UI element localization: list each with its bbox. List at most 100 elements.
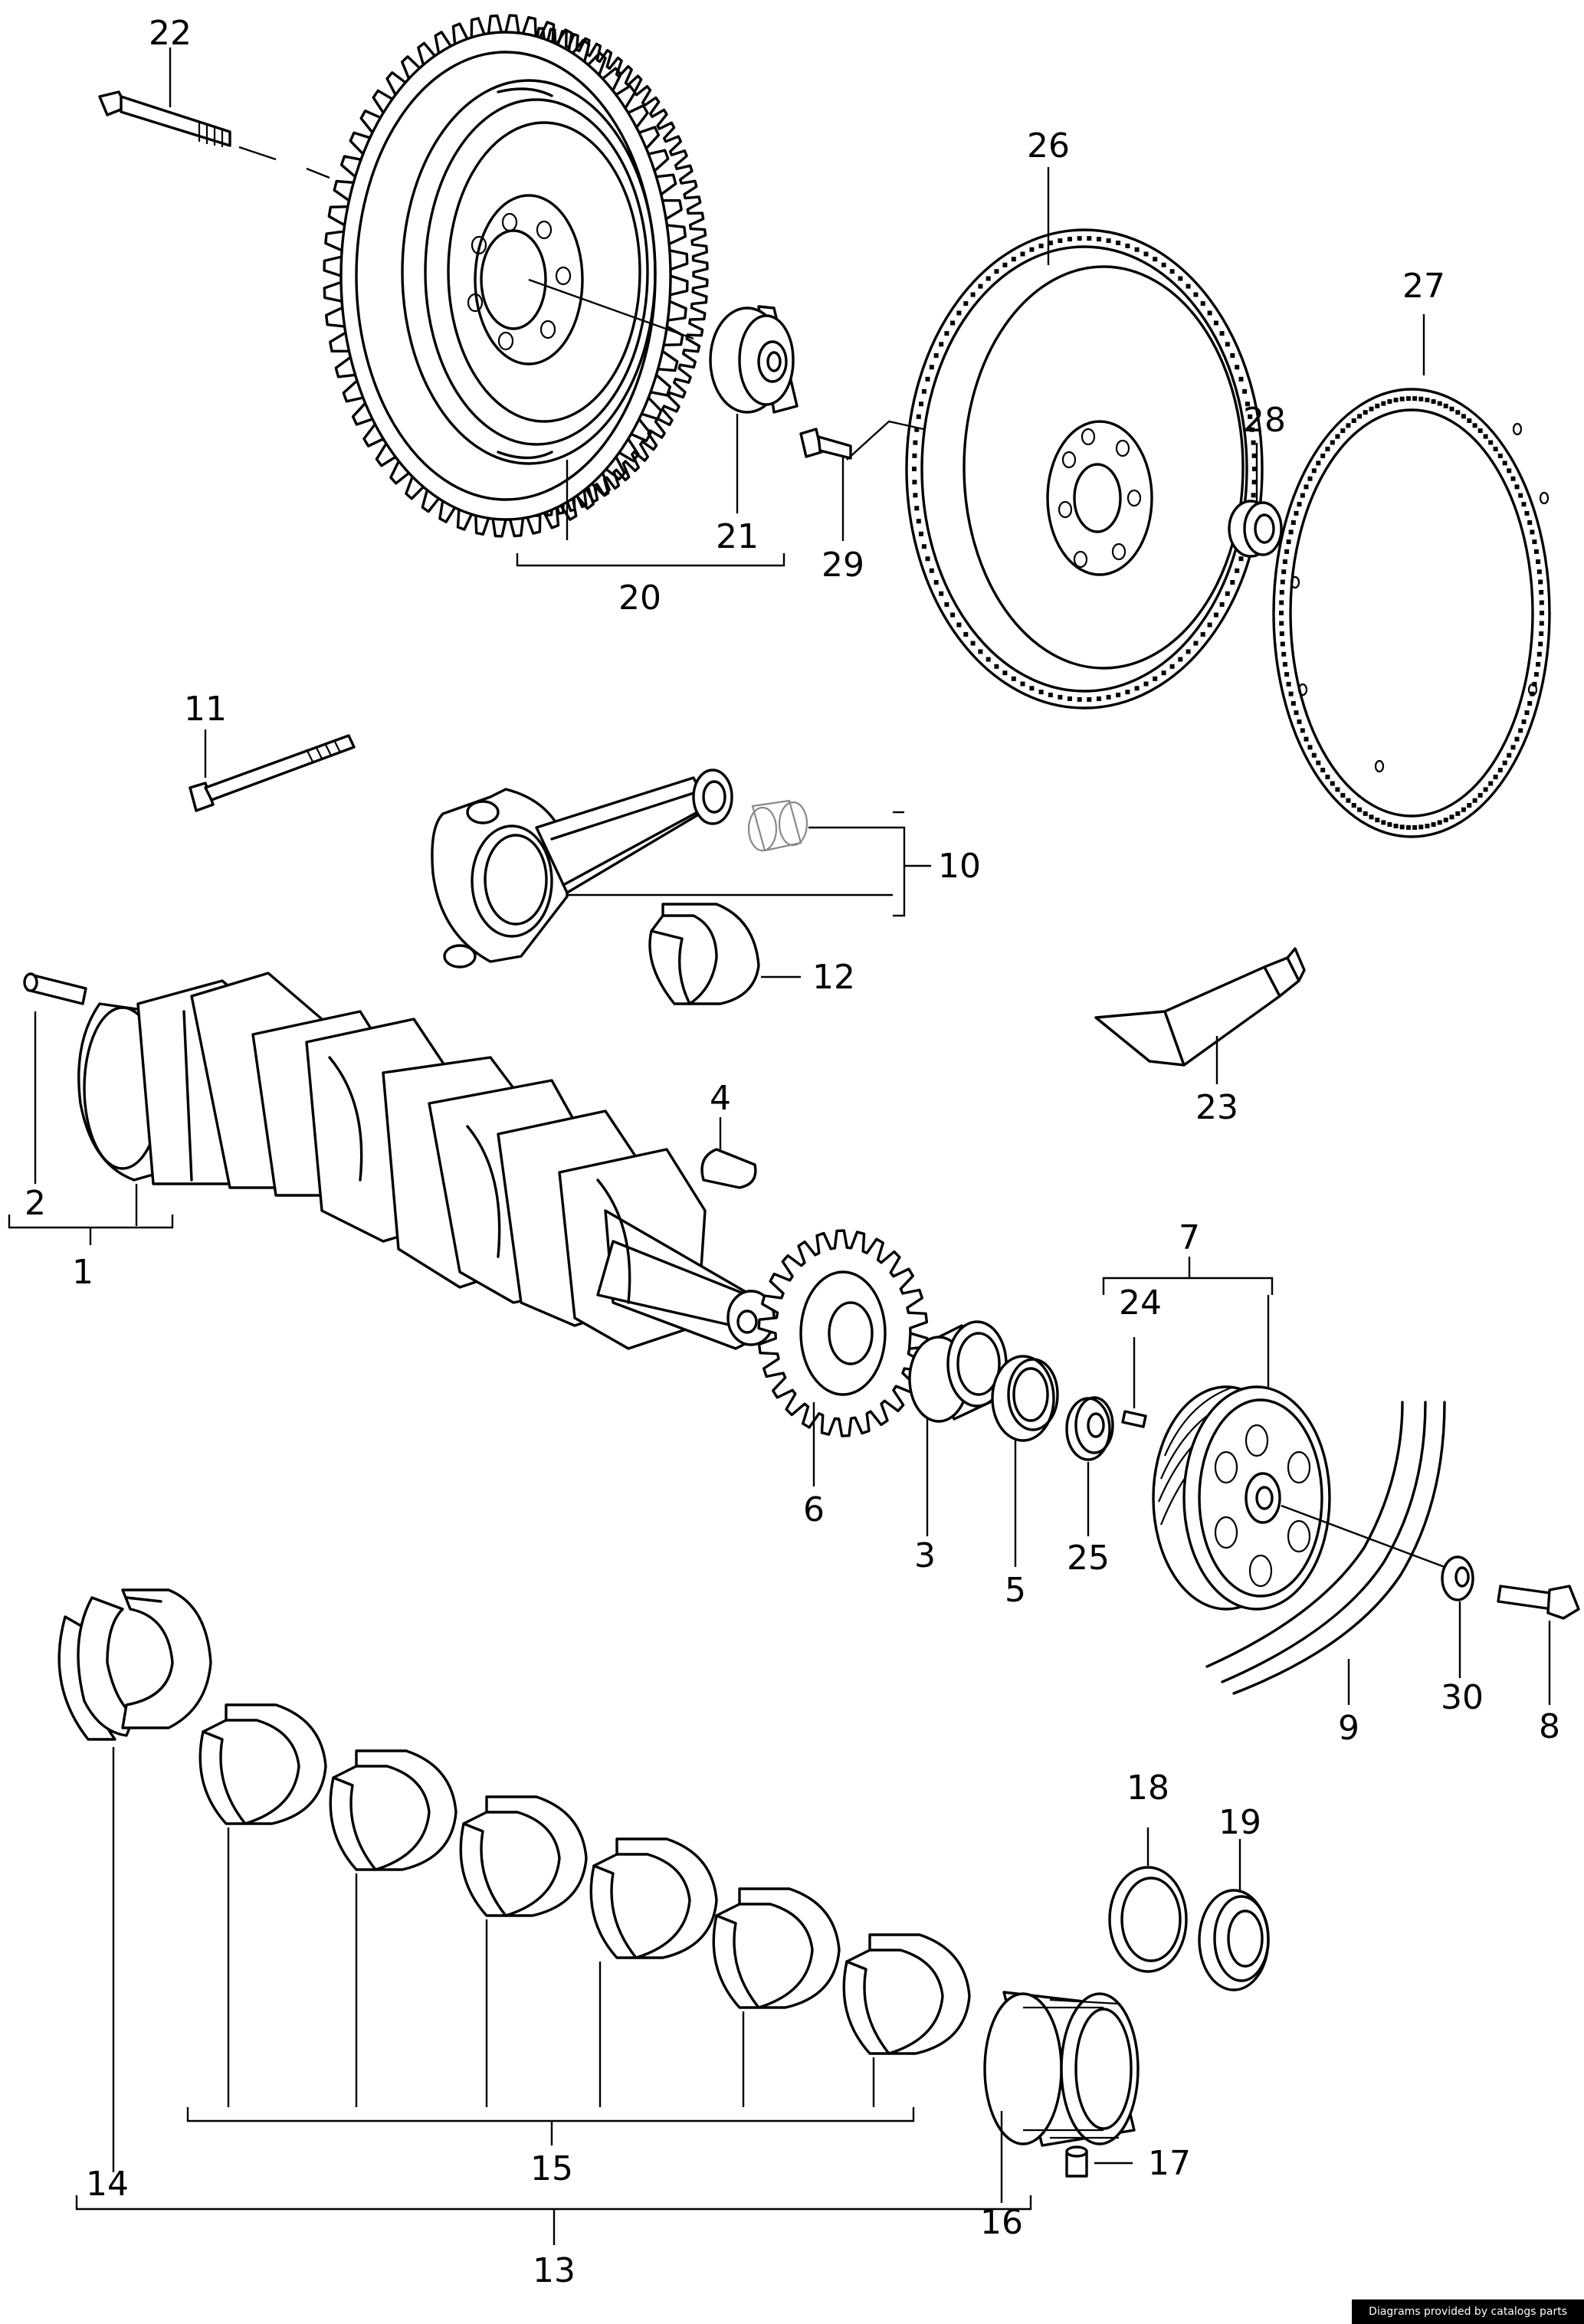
callout-15[interactable]: 15 xyxy=(530,2149,573,2188)
dowel-pin-part-2[interactable] xyxy=(23,972,87,1005)
flywheel-tooth xyxy=(1161,262,1166,267)
ring-gear-tooth xyxy=(1514,484,1520,490)
ring-gear-tooth xyxy=(1351,418,1356,423)
callout-26[interactable]: 26 xyxy=(1027,126,1070,166)
washer-part-30[interactable] xyxy=(1441,1555,1474,1601)
flywheel-tooth xyxy=(985,657,991,662)
callout-23[interactable]: 23 xyxy=(1195,1088,1238,1127)
washer-part-25[interactable] xyxy=(1065,1396,1114,1461)
retaining-ring-part-5[interactable] xyxy=(991,1355,1059,1442)
ring-gear-tooth xyxy=(1320,454,1326,458)
callout-29[interactable]: 29 xyxy=(822,546,864,585)
flywheel-tooth xyxy=(944,601,949,607)
ring-gear-tooth xyxy=(1387,822,1392,827)
thrust-bearing-part-16[interactable] xyxy=(983,1991,1140,2147)
crankshaft-part-1[interactable] xyxy=(77,972,776,1350)
dual-mass-flywheel-part-20[interactable] xyxy=(323,14,709,538)
callout-9[interactable]: 9 xyxy=(1338,1709,1359,1748)
belt-pulley-part-7[interactable] xyxy=(1152,1385,1331,1611)
callout-28[interactable]: 28 xyxy=(1243,401,1286,440)
sealant-tube-part-23[interactable] xyxy=(1094,947,1306,1067)
flywheel-screw-part-29[interactable] xyxy=(799,428,852,460)
spacer-sleeve-part-3[interactable] xyxy=(908,1320,1008,1423)
main-bearing-shell-part-15[interactable] xyxy=(712,1887,841,2009)
main-bearing-shell-part-15[interactable] xyxy=(589,1837,718,1959)
ring-gear-tooth xyxy=(1418,824,1424,830)
callout-20[interactable]: 20 xyxy=(618,579,661,618)
piston-pin-bushing[interactable] xyxy=(747,799,808,852)
ring-gear-tooth xyxy=(1369,815,1374,820)
woodruff-key-part-4[interactable] xyxy=(700,1148,757,1189)
ring-gear-tooth xyxy=(1369,406,1374,411)
flywheel-tooth xyxy=(1193,292,1199,297)
flywheel-tooth xyxy=(921,544,926,549)
ring-gear-tooth xyxy=(1286,539,1291,545)
flywheel-bolt-part-22[interactable] xyxy=(98,90,231,147)
callout-1[interactable]: 1 xyxy=(72,1253,93,1292)
ring-gear-tooth xyxy=(1412,396,1418,402)
callout-6[interactable]: 6 xyxy=(803,1490,825,1529)
callout-18[interactable]: 18 xyxy=(1127,1768,1169,1808)
drive-belt-part-9[interactable] xyxy=(1205,1401,1446,1695)
connecting-rod-part-10[interactable] xyxy=(431,769,733,969)
flywheel-tooth xyxy=(1153,676,1158,681)
callout-19[interactable]: 19 xyxy=(1218,1803,1261,1842)
callout-4[interactable]: 4 xyxy=(710,1079,731,1118)
main-bearing-part-14[interactable] xyxy=(57,1588,212,1741)
callout-5[interactable]: 5 xyxy=(1005,1571,1026,1610)
ring-gear-tooth xyxy=(1393,398,1399,402)
ring-gear-tooth xyxy=(1524,710,1530,716)
flywheel-tooth xyxy=(1125,690,1130,695)
ring-gear-tooth xyxy=(1539,600,1544,605)
callout-30[interactable]: 30 xyxy=(1441,1678,1484,1717)
flywheel-tooth xyxy=(1169,269,1175,274)
needle-bearing-part-28[interactable] xyxy=(1228,500,1283,558)
connecting-rod-bolt-part-11[interactable] xyxy=(189,734,356,812)
callout-8[interactable]: 8 xyxy=(1539,1707,1560,1746)
ring-gear-tooth xyxy=(1357,414,1363,419)
ring-gear-tooth xyxy=(1533,549,1539,554)
ring-gear-tooth xyxy=(1346,798,1351,803)
oil-seal-part-19[interactable] xyxy=(1198,1889,1270,1991)
callout-13[interactable]: 13 xyxy=(533,2251,576,2290)
callout-7[interactable]: 7 xyxy=(1179,1218,1200,1257)
main-bearing-shell-part-15[interactable] xyxy=(459,1795,588,1917)
flywheel-part-26[interactable] xyxy=(905,228,1264,710)
ring-gear-tooth xyxy=(1284,549,1290,554)
callout-2[interactable]: 2 xyxy=(25,1184,46,1223)
ring-gear-tooth xyxy=(1536,662,1541,667)
flywheel-tooth xyxy=(1200,301,1205,306)
pilot-bearing-part-21[interactable] xyxy=(709,305,799,414)
dowel-pin-part-24[interactable] xyxy=(1121,1410,1147,1428)
callout-11[interactable]: 11 xyxy=(184,690,227,729)
crankshaft-gear-part-6[interactable] xyxy=(757,1229,929,1437)
flywheel-tooth xyxy=(1238,556,1244,562)
callout-12[interactable]: 12 xyxy=(812,958,855,997)
callout-24[interactable]: 24 xyxy=(1119,1283,1162,1323)
callout-21[interactable]: 21 xyxy=(716,517,759,556)
dowel-sleeve-part-17[interactable] xyxy=(1065,2145,1088,2178)
flywheel-tooth xyxy=(1077,697,1082,702)
ring-gear-tooth xyxy=(1443,403,1448,408)
flywheel-tooth xyxy=(939,591,944,596)
ring-gear-tooth xyxy=(1288,691,1294,697)
flywheel-tooth xyxy=(933,580,939,585)
callout-3[interactable]: 3 xyxy=(914,1536,936,1575)
credit-banner: Diagrams provided by catalogs parts xyxy=(1352,2299,1584,2324)
main-bearing-shell-part-15[interactable] xyxy=(329,1749,457,1871)
callout-16[interactable]: 16 xyxy=(980,2203,1023,2242)
oil-seal-part-18[interactable] xyxy=(1108,1866,1188,1973)
connecting-rod-bearing-part-12[interactable] xyxy=(648,903,760,1005)
callout-22[interactable]: 22 xyxy=(149,14,192,53)
main-bearing-shell-part-15[interactable] xyxy=(198,1703,327,1825)
ring-gear-tooth xyxy=(1335,434,1340,439)
callout-14[interactable]: 14 xyxy=(86,2165,129,2204)
ring-gear-part-27[interactable] xyxy=(1272,388,1551,838)
callout-25[interactable]: 25 xyxy=(1067,1539,1110,1578)
pulley-bolt-part-8[interactable] xyxy=(1497,1585,1580,1620)
flywheel-tooth xyxy=(1116,693,1121,697)
callout-27[interactable]: 27 xyxy=(1402,267,1445,306)
callout-17[interactable]: 17 xyxy=(1148,2144,1191,2183)
callout-10[interactable]: 10 xyxy=(938,847,981,886)
main-bearing-shell-part-15[interactable] xyxy=(842,1933,971,2055)
